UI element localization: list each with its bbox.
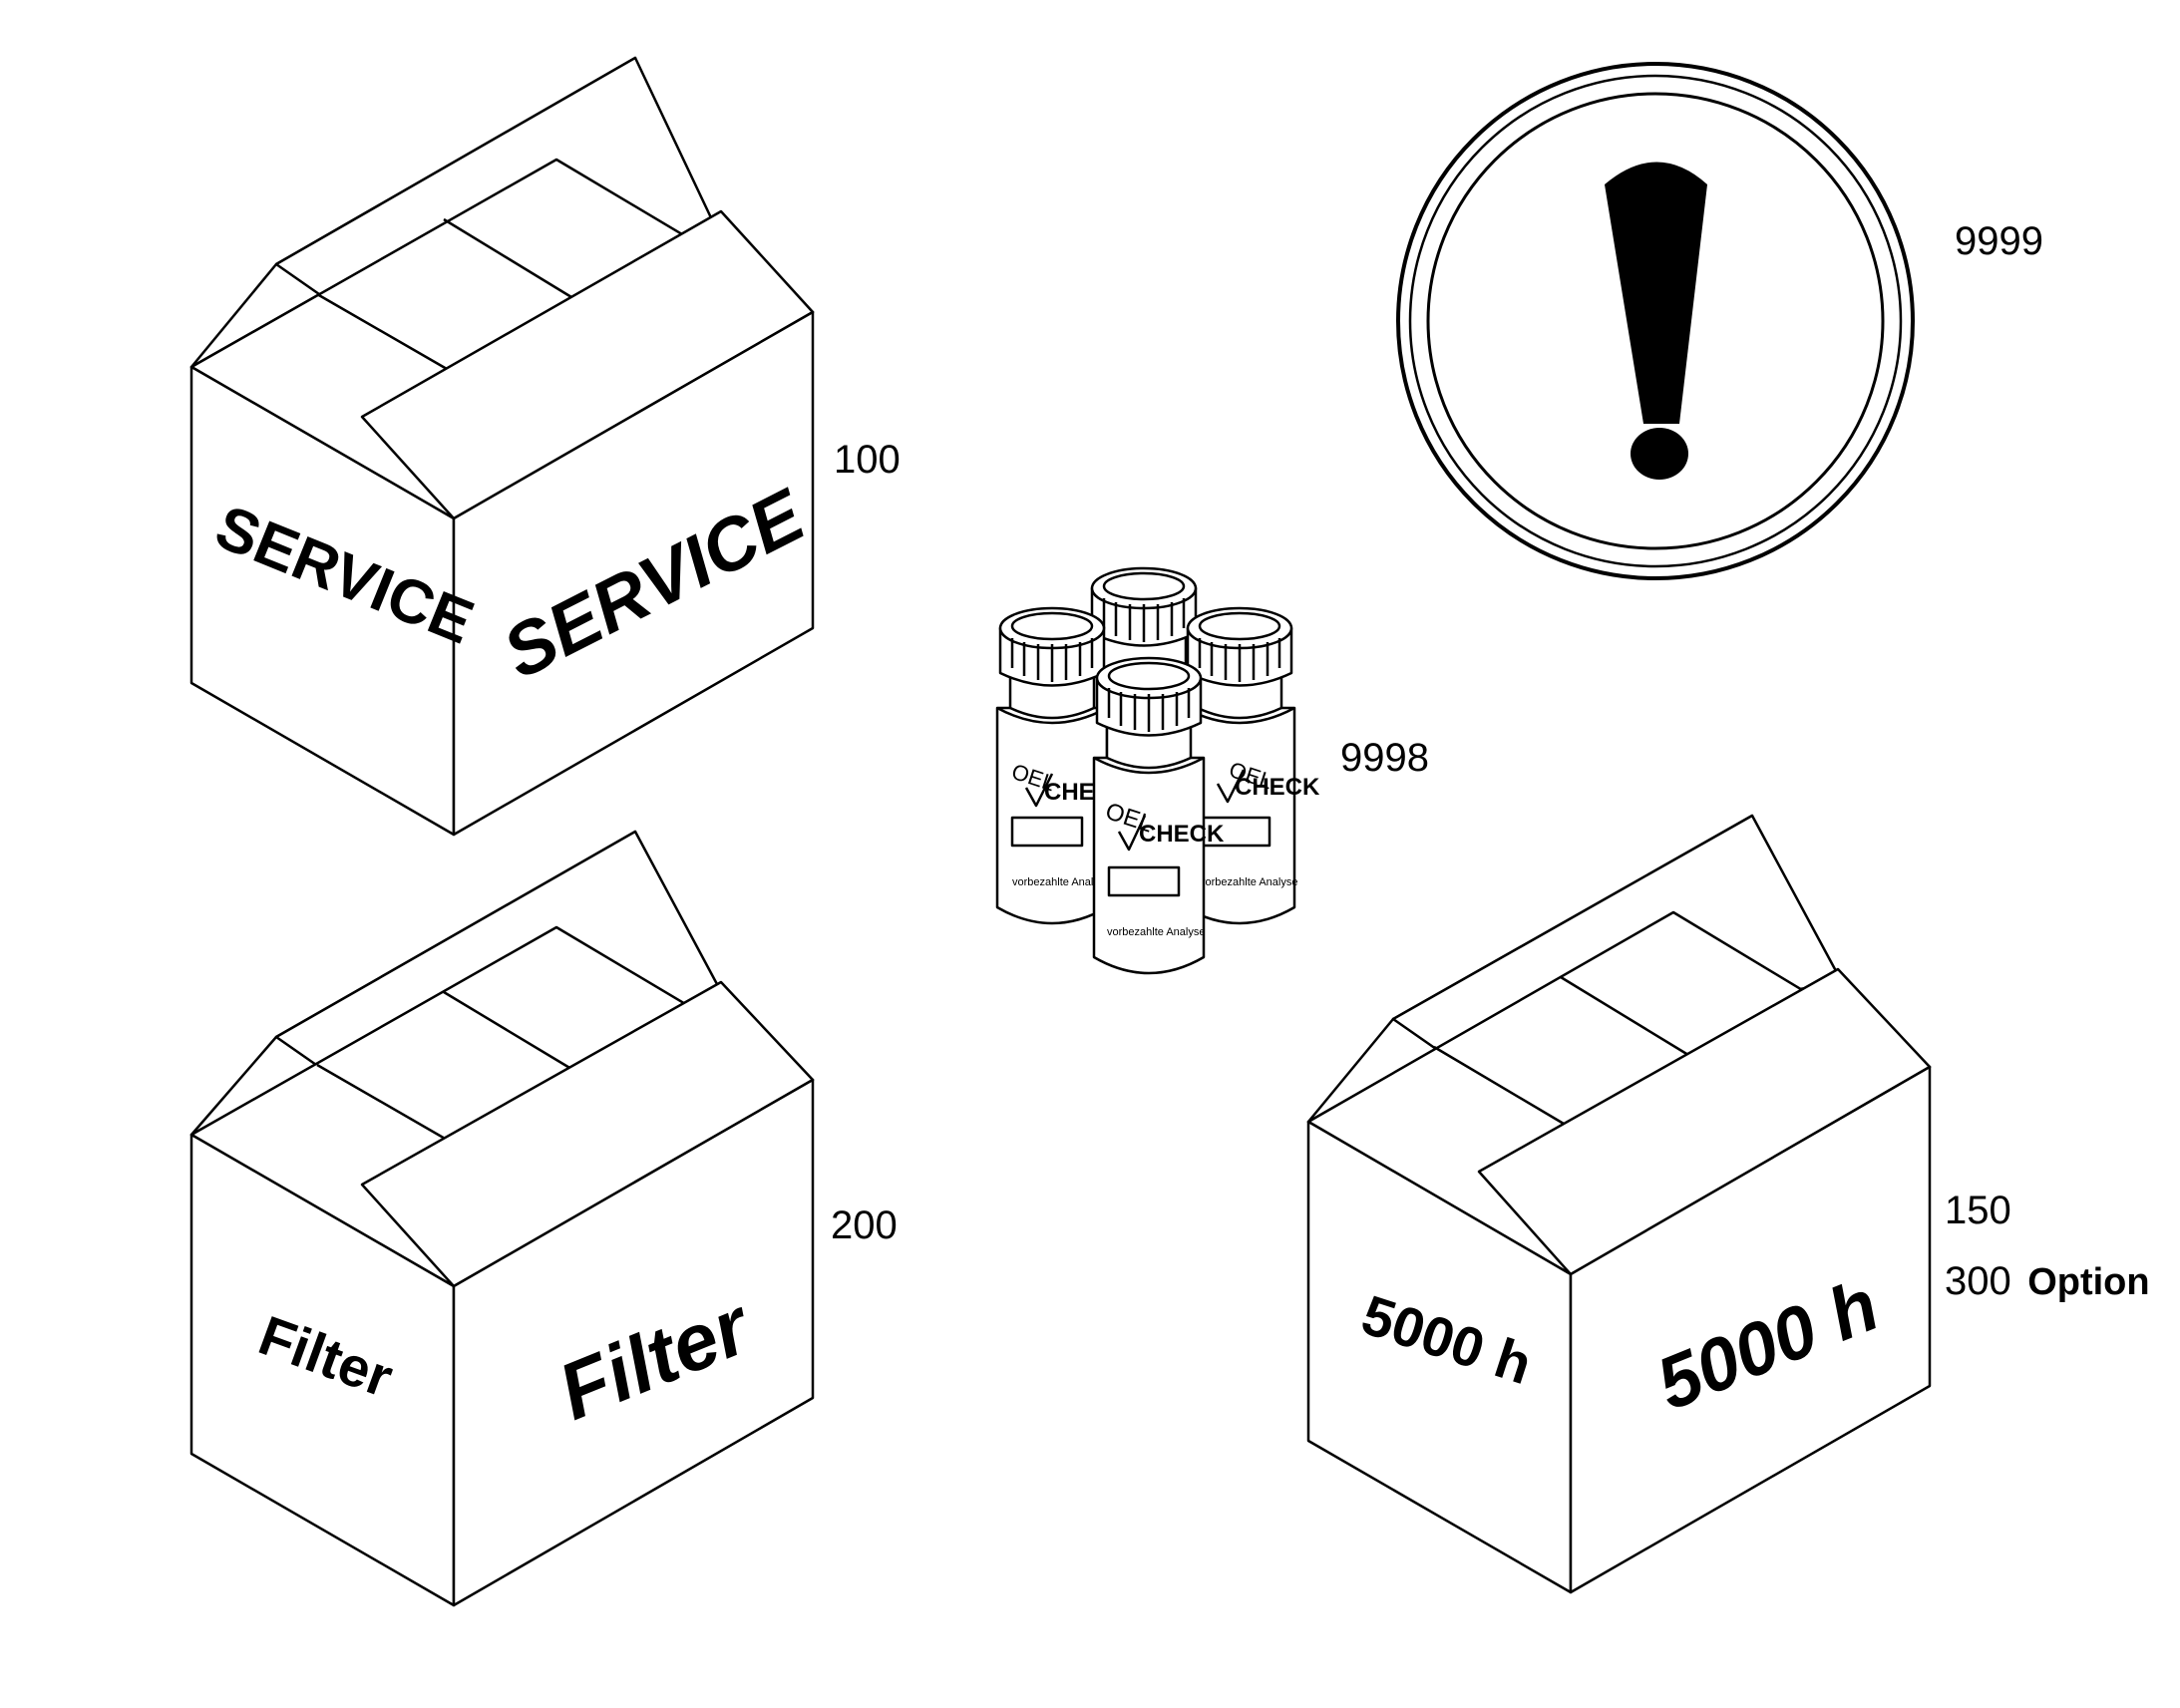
hours-box-option: 300 Option (1945, 1259, 2150, 1303)
filter-box-number: 200 (831, 1203, 898, 1247)
bottle-front: OEL CHECK vorbezahlte Analyse (1092, 656, 1225, 975)
hours-box-option-number: 300 (1945, 1259, 2011, 1303)
bottle-front-note: vorbezahlte Analyse (1107, 926, 1205, 938)
oil-bottles-number: 9998 (1340, 736, 1429, 780)
bottle-right-brand-name: CHECK (1235, 774, 1320, 801)
filter-box: Filter Filter 200 (189, 830, 898, 1607)
hours-box: 5000 h 5000 h 150 300 Option (1306, 814, 2150, 1594)
hours-box-option-label: Option (2027, 1261, 2149, 1303)
warning-sign-number: 9999 (1955, 219, 2043, 263)
bottle-left-note: vorbezahlte Analyse (1012, 876, 1110, 888)
bottle-right-note: vorbezahlte Analyse (1200, 876, 1297, 888)
hours-box-number: 150 (1945, 1189, 2011, 1232)
warning-sign: 9999 (1396, 62, 2043, 580)
service-box: SERVICE SERVICE 100 (189, 56, 901, 837)
exclamation-icon (1605, 162, 1707, 480)
bottle-front-brand-name: CHECK (1139, 821, 1225, 848)
service-box-number: 100 (834, 438, 901, 482)
oil-sample-bottles: OEL CHECK vorbezahlte Analyse OEL CHECK … (995, 566, 1429, 975)
bottle-left: OEL CHECK vorbezahlte Analyse (995, 606, 1130, 925)
bottle-right: OEL CHECK vorbezahlte Analyse (1183, 606, 1320, 925)
